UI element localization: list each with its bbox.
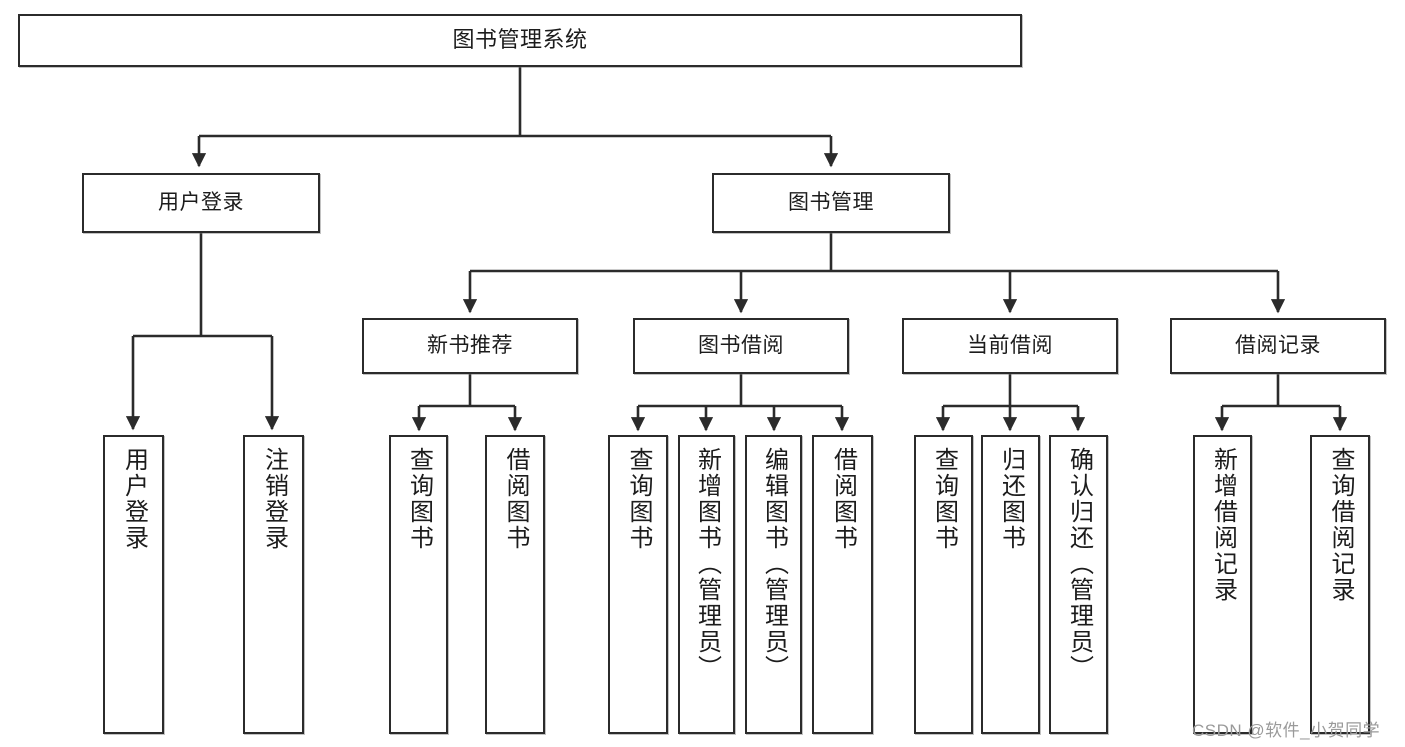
node-book-manage-label: 图书管理 (788, 191, 874, 215)
node-leaf-confirm-return[interactable]: 确认归还（管理员） (1049, 435, 1108, 734)
node-new-book-rec[interactable]: 新书推荐 (362, 318, 578, 374)
node-current-borrow[interactable]: 当前借阅 (902, 318, 1118, 374)
node-leaf-query-book-1-label: 查询图书 (405, 447, 433, 551)
node-book-borrow-label: 图书借阅 (698, 334, 784, 358)
node-leaf-user-logout-label: 注销登录 (260, 447, 288, 551)
node-leaf-user-logout[interactable]: 注销登录 (243, 435, 304, 734)
node-current-borrow-label: 当前借阅 (967, 334, 1053, 358)
node-root[interactable]: 图书管理系统 (18, 14, 1022, 67)
node-leaf-query-record-label: 查询借阅记录 (1327, 447, 1354, 603)
node-leaf-confirm-return-label: 确认归还（管理员） (1065, 447, 1093, 681)
node-root-label: 图书管理系统 (452, 27, 588, 53)
watermark: CSDN @软件_小贺同学 (1192, 721, 1381, 740)
node-leaf-add-book-label: 新增图书（管理员） (693, 447, 721, 681)
node-leaf-query-book-2[interactable]: 查询图书 (608, 435, 668, 734)
node-leaf-return-book-label: 归还图书 (997, 447, 1025, 551)
node-leaf-query-book-3-label: 查询图书 (930, 447, 958, 551)
node-leaf-query-record[interactable]: 查询借阅记录 (1310, 435, 1370, 734)
node-leaf-edit-book[interactable]: 编辑图书（管理员） (745, 435, 802, 734)
node-leaf-add-record-label: 新增借阅记录 (1209, 447, 1237, 603)
node-leaf-borrow-book-2-label: 借阅图书 (829, 447, 857, 551)
node-leaf-borrow-book-1-label: 借阅图书 (502, 447, 529, 551)
node-leaf-add-book[interactable]: 新增图书（管理员） (678, 435, 735, 734)
node-new-book-rec-label: 新书推荐 (427, 334, 513, 358)
node-leaf-borrow-book-1[interactable]: 借阅图书 (485, 435, 545, 734)
node-leaf-return-book[interactable]: 归还图书 (981, 435, 1040, 734)
node-leaf-user-login-label: 用户登录 (120, 447, 148, 551)
node-user-login-label: 用户登录 (158, 191, 244, 215)
node-leaf-borrow-book-2[interactable]: 借阅图书 (812, 435, 873, 734)
node-borrow-record-label: 借阅记录 (1235, 334, 1321, 358)
node-leaf-edit-book-label: 编辑图书（管理员） (760, 447, 788, 681)
node-leaf-query-book-2-label: 查询图书 (625, 447, 652, 551)
node-leaf-query-book-3[interactable]: 查询图书 (914, 435, 973, 734)
node-leaf-add-record[interactable]: 新增借阅记录 (1193, 435, 1252, 734)
node-book-borrow[interactable]: 图书借阅 (633, 318, 849, 374)
node-borrow-record[interactable]: 借阅记录 (1170, 318, 1386, 374)
node-leaf-user-login[interactable]: 用户登录 (103, 435, 164, 734)
node-user-login[interactable]: 用户登录 (82, 173, 320, 233)
node-leaf-query-book-1[interactable]: 查询图书 (389, 435, 448, 734)
node-book-manage[interactable]: 图书管理 (712, 173, 950, 233)
